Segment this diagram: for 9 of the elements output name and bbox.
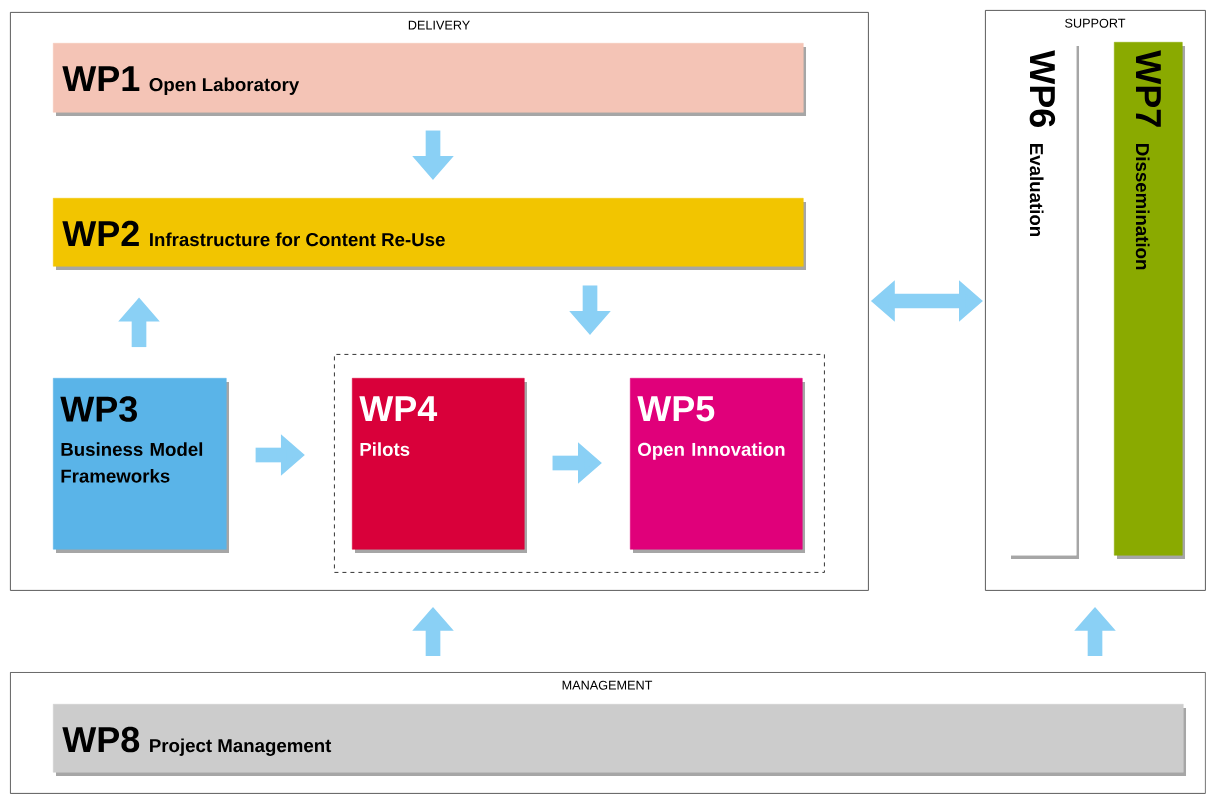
package-number: WP5 [637,396,715,422]
package-number: WP3 [60,396,137,422]
package-number: WP6 [1029,50,1056,127]
dashed-group-box [334,354,825,573]
package-title: Evaluation [1029,144,1044,237]
package-title: Business Model Frameworks [61,442,203,483]
package-title: Open Innovation [638,442,785,460]
package-number: WP4 [359,396,438,422]
package-title: Pilots [360,442,410,456]
